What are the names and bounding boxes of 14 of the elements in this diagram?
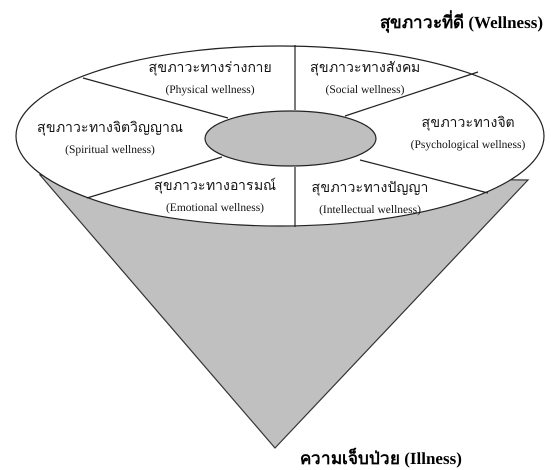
english-label: (Physical wellness) [165,84,255,96]
thai-label: สุขภาวะทางจิต [422,114,514,133]
english-label: (Psychological wellness) [410,139,526,151]
thai-label: สุขภาวะทางจิตวิญญาณ [37,120,183,138]
english-label: (Emotional wellness) [166,202,264,214]
diagram-title: สุขภาวะที่ดี (Wellness) [380,8,543,35]
english-label: (Spiritual wellness) [65,144,155,156]
bottom-label: ความเจ็บป่วย (Illness) [300,446,462,470]
thai-label: สุขภาวะทางสังคม [310,60,420,78]
english-label: (Social wellness) [326,84,404,96]
thai-label: สุขภาวะทางปัญญา [312,180,428,198]
thai-label: สุขภาวะทางอารมณ์ [154,176,276,196]
english-label: (Intellectual wellness) [319,204,421,216]
thai-label: สุขภาวะทางร่างกาย [148,60,272,78]
